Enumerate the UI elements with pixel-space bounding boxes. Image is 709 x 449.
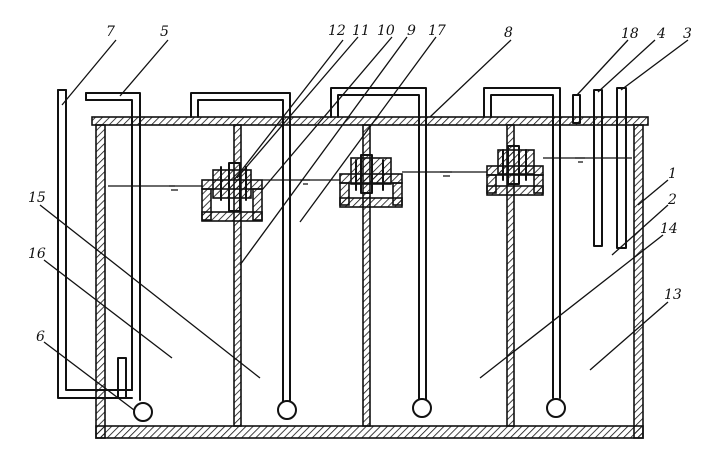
tank-bottom — [95, 425, 644, 439]
outer-pipe-7-inner — [65, 89, 133, 391]
label-11: 11 — [352, 23, 370, 39]
pipe-18 — [572, 94, 581, 124]
pipe-5-inner — [85, 99, 133, 391]
label-4: 4 — [656, 26, 666, 42]
partition-2 — [362, 124, 371, 427]
tank-right-wall — [633, 124, 644, 439]
pipe-4 — [593, 89, 603, 247]
label-5: 5 — [160, 24, 169, 40]
label-18: 18 — [621, 26, 639, 42]
number-labels: 7 5 12 11 10 9 17 8 18 4 3 1 2 14 13 15 … — [28, 23, 692, 345]
diffuser-ball-2 — [277, 400, 297, 420]
diffuser-ball-1 — [133, 402, 153, 422]
partition-1 — [233, 124, 242, 427]
diffuser-ball-4 — [546, 398, 566, 418]
label-16: 16 — [28, 246, 46, 262]
label-3: 3 — [683, 26, 692, 42]
label-2: 2 — [667, 192, 677, 208]
partition-3 — [506, 124, 515, 427]
leader-lines — [39, 36, 689, 411]
float-valve-3 — [486, 145, 544, 196]
tank-lid — [91, 116, 649, 126]
pipe-5 — [85, 92, 141, 401]
label-15: 15 — [28, 190, 46, 206]
label-13: 13 — [664, 287, 682, 303]
label-17: 17 — [428, 23, 446, 39]
inlet-stub-6 — [117, 357, 127, 399]
transfer-pipes — [190, 87, 566, 420]
tank-shell — [91, 116, 649, 439]
tank-left-wall — [95, 124, 106, 439]
pipe-3 — [616, 87, 627, 249]
float-valve-1 — [201, 162, 263, 222]
inlet-pipes — [57, 89, 153, 422]
label-10: 10 — [377, 23, 395, 39]
label-6: 6 — [36, 329, 45, 345]
label-1: 1 — [668, 166, 677, 182]
label-7: 7 — [106, 24, 115, 40]
partitions — [233, 124, 515, 427]
diffuser-ball-3 — [412, 398, 432, 418]
label-12: 12 — [328, 23, 346, 39]
water-levels — [108, 157, 632, 191]
right-pipes — [572, 87, 627, 249]
float-valve-2 — [339, 154, 403, 208]
label-14: 14 — [660, 221, 678, 237]
label-9: 9 — [407, 23, 416, 39]
label-8: 8 — [504, 25, 513, 41]
outer-pipe-7 — [57, 89, 133, 399]
